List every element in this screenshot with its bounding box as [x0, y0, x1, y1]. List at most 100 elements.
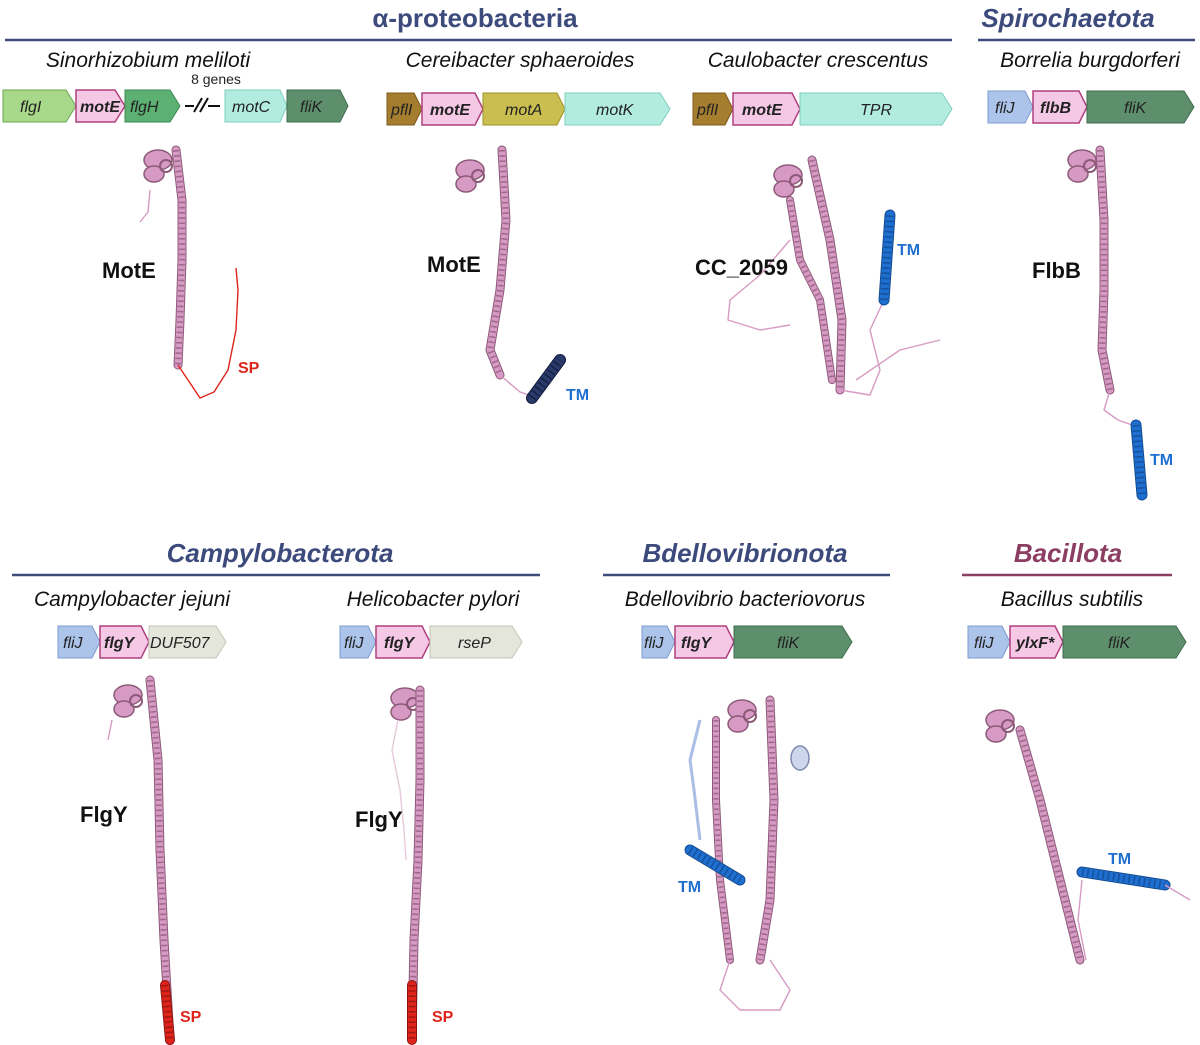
- gene-label: motK: [596, 102, 635, 119]
- gene-label: flbB: [1040, 100, 1071, 117]
- structure-cc2059-tm-turns: [880, 214, 894, 301]
- tm-tag: TM: [566, 387, 589, 404]
- group-spiro-label: Spirochaetota: [981, 3, 1154, 33]
- gene-label: rseP: [458, 635, 491, 652]
- operon-borrelia: fliJ flbB fliK: [987, 90, 1195, 124]
- structure-flgY-bdellovibrio-knot: [790, 745, 810, 771]
- structure-motE-cereibacter-linker: [499, 374, 533, 397]
- structure-motE-cereibacter-head-b: [455, 175, 477, 193]
- structure-flbB-helix-turns: [1097, 149, 1113, 391]
- gene-arrow: [564, 92, 671, 126]
- gene-arrow: [99, 625, 150, 659]
- gene-label: motA: [505, 102, 542, 119]
- structure-cc2059-linker: [839, 299, 885, 396]
- gene-label: flgY: [384, 635, 416, 652]
- gene-arrow: [482, 92, 566, 126]
- gap-break-icon: [185, 97, 220, 113]
- gene-arrow: [641, 625, 676, 659]
- gene-label: fliJ: [344, 635, 365, 652]
- species-helicobacter: Helicobacter pylori: [347, 588, 521, 611]
- structure-cc2059-tail: [855, 339, 941, 381]
- gene-label: ylxF*: [1015, 635, 1055, 652]
- protein-labels: MotE MotE CC_2059 FlbB FlgY FlgY: [80, 252, 1081, 832]
- structure-flgY-bdellovibrio-head-b: [727, 715, 749, 733]
- structure-ylxF-tm-turns: [1081, 868, 1166, 889]
- group-headers: α-proteobacteria Spirochaetota Campyloba…: [5, 3, 1195, 577]
- gene-arrow: [692, 92, 734, 126]
- structure-cc2059-head-c: [789, 174, 803, 188]
- gene-label: flgY: [104, 635, 136, 652]
- gene-label: fliJ: [995, 100, 1016, 117]
- gene-arrow: [967, 625, 1011, 659]
- gene-label: fliK: [1108, 635, 1132, 652]
- gene-arrow: [339, 625, 377, 659]
- tm-tag: TM: [1108, 851, 1131, 868]
- gene-arrow: [386, 92, 423, 126]
- sp-tag: SP: [180, 1009, 202, 1026]
- group-alpha-label: α-proteobacteria: [372, 3, 578, 33]
- gene-arrow: [286, 89, 349, 123]
- gene-label: pflI: [696, 102, 719, 119]
- gene-arrow: [1062, 625, 1187, 659]
- gene-arrow: [124, 89, 181, 123]
- structure-motE-sinorhizobium-head-b: [143, 165, 165, 183]
- sp-tag: SP: [238, 360, 260, 377]
- structure-ylxF-helix-band: [1016, 726, 1084, 964]
- structure-motE-sinorhizobium-head-c: [159, 159, 173, 173]
- structure-motE-cereibacter-head-c: [471, 169, 485, 183]
- structure-ylxF-head-b: [985, 725, 1007, 743]
- structure-flgY-campylobacter-head-b: [113, 700, 135, 718]
- protein-name-flgY-campylobacter: FlgY: [80, 802, 128, 827]
- gene-arrow: [733, 625, 853, 659]
- operon-campylobacter: fliJ flgY DUF507: [57, 625, 227, 659]
- gene-label: motC: [232, 99, 271, 116]
- gene-label: motE: [742, 102, 783, 119]
- group-campy-label: Campylobacterota: [167, 538, 394, 568]
- species-borrelia: Borrelia burgdorferi: [1000, 49, 1181, 72]
- structure-ylxF-head-c: [1001, 719, 1015, 733]
- structure-motE-sinorhizobium-loop: [139, 189, 151, 223]
- structure-flbB-tm-turns: [1132, 424, 1146, 496]
- gene-arrow: [1009, 625, 1064, 659]
- tm-tag: TM: [1150, 452, 1173, 469]
- gene-label: fliK: [777, 635, 801, 652]
- structure-flgY-bdellovibrio-helix-band: [756, 696, 778, 964]
- protein-structures: [107, 145, 1191, 1045]
- structure-flgY-bdellovibrio-helix-b-turns: [713, 720, 733, 961]
- gene-arrow: [674, 625, 735, 659]
- gene-arrow: [799, 92, 953, 126]
- gene-arrow: [421, 92, 484, 126]
- structure-flgY-bdellovibrio-loop: [688, 719, 702, 841]
- structure-ylxF-linker: [1077, 879, 1087, 961]
- tm-tag: TM: [678, 879, 701, 896]
- species-cereibacter: Cereibacter sphaeroides: [406, 49, 635, 72]
- gene-label: fliK: [300, 99, 324, 116]
- gene-arrow: [1086, 90, 1195, 124]
- gene-label: DUF507: [150, 635, 211, 652]
- structure-flgY-campylobacter-helix-turns: [147, 679, 173, 1041]
- structure-flgY-helicobacter-loop: [391, 719, 407, 861]
- protein-name-flbB: FlbB: [1032, 258, 1081, 283]
- structure-flgY-helicobacter-helix-band: [408, 686, 424, 1044]
- sp-tag: SP: [432, 1009, 454, 1026]
- structure-cc2059-helix-a-turns: [809, 159, 846, 391]
- gene-label: flgI: [20, 99, 42, 116]
- gene-arrow: [2, 89, 77, 123]
- operon-bdellovibrio: fliJ flgY fliK: [641, 625, 853, 659]
- species-campylobacter: Campylobacter jejuni: [34, 588, 231, 611]
- structure-motE-sinorhizobium-helix-turns: [173, 149, 185, 366]
- gene-arrow: [75, 89, 126, 123]
- structure-ylxF-tail: [1164, 884, 1191, 901]
- structure-cc2059-head-b: [773, 180, 795, 198]
- gene-label: fliK: [1124, 100, 1148, 117]
- gene-arrow: [57, 625, 101, 659]
- gene-label: fliJ: [63, 635, 84, 652]
- gene-label: pflI: [390, 102, 413, 119]
- structure-flgY-bdellovibrio-tail: [719, 959, 791, 1011]
- structure-flgY-campylobacter-loop: [107, 719, 113, 741]
- gene-arrow: [224, 89, 288, 123]
- protein-name-motE-cereibacter: MotE: [427, 252, 481, 277]
- structure-motE-sinorhizobium-signal-peptide: [177, 267, 239, 399]
